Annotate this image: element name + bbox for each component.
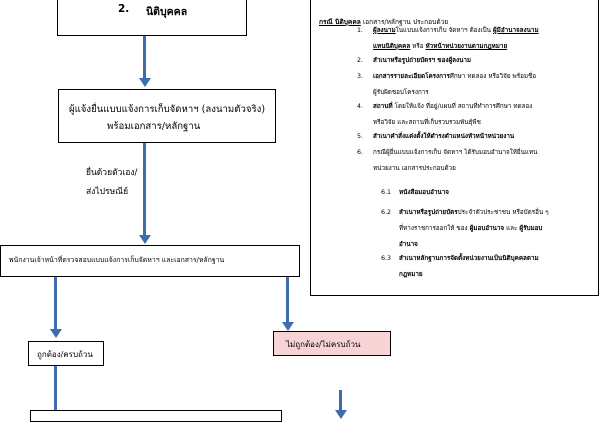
arrow-submit-to-check: [143, 143, 146, 236]
arrow-head-check-to-incorrect: [281, 322, 294, 331]
note-subitem-text-run: อำนาจ: [399, 241, 418, 248]
arrow-head-submit-to-check: [138, 235, 151, 244]
note-item-text-run: ศึกษา ทดลอง หรือวิจัย พร้อมชื่อ: [449, 73, 537, 80]
channel-label-line2: ส่งไปรษณีย์: [86, 187, 129, 197]
note-item-text-run: หัวหน้าหน่วยงานตามกฎหมาย: [425, 43, 508, 50]
officer-check-label: พนักงานเจ้าหน้าที่ตรวจสอบแบบแจ้งการเก็บจ…: [9, 256, 225, 264]
channel-label-line1: ยื่นด้วยตัวเอง/: [86, 168, 138, 178]
note-item-text-run: สถานที่: [373, 103, 393, 110]
incorrect-incomplete-box: ไม่ถูกต้อง/ไม่ครบถ้วน: [273, 331, 391, 356]
incorrect-incomplete-label: ไม่ถูกต้อง/ไม่ครบถ้วน: [286, 340, 361, 349]
note-item-text-line: สำเนาคำสั่งแต่งตั้งให้ดำรงตำแหน่งหัวหน้า…: [373, 133, 514, 141]
document-note-box: กรณี นิติบุคคล เอกสาร/หลักฐาน ประกอบด้วย…: [310, 0, 599, 296]
note-item-text-line: ผู้รับผิดชอบโครงการ: [373, 89, 429, 97]
correct-complete-label: ถูกต้อง/ครบถ้วน: [37, 350, 93, 359]
note-item-number: 3.: [357, 73, 364, 80]
note-item-text-run: หน่วยงาน เอกสารประกอบด้วย: [373, 165, 456, 172]
note-item-number: 1.: [357, 27, 364, 34]
note-heading-rest: เอกสาร/หลักฐาน ประกอบด้วย: [360, 18, 449, 26]
note-item-text-line: กรณีผู้ยื่นแบบแจ้งการเก็บ จัดหาฯ ได้รับม…: [373, 149, 537, 157]
note-item-text-run: เอกสารรายละเอียดโครงการ: [373, 73, 450, 80]
arrow-check-to-correct: [54, 277, 57, 330]
correct-complete-box: ถูกต้อง/ครบถ้วน: [28, 341, 104, 366]
note-item-text-line: สำเนาหรือรูปถ่ายบัตรฯ ของผู้ลงนาม: [373, 57, 471, 65]
note-subitem-text-line: สำเนาหรือรูปถ่ายบัตรประจำตัวประชาชน หรือ…: [399, 209, 549, 217]
note-item-text-line: เอกสารรายละเอียดโครงการศึกษา ทดลอง หรือว…: [373, 73, 536, 81]
arrow-correct-down: [54, 366, 57, 410]
submit-form-line2: พร้อมเอกสาร/หลักฐาน: [107, 121, 201, 132]
top-box-legal-entity: 2. นิติบุคคล: [57, 0, 247, 36]
note-subitem-text-line: กฎหมาย: [399, 271, 423, 279]
note-item-text-line: สถานที่ โดยให้แจ้ง ที่อยู่/แผนที่ สถานที…: [373, 103, 532, 111]
note-heading: กรณี นิติบุคคล เอกสาร/หลักฐาน ประกอบด้วย: [319, 16, 448, 27]
note-item-text-line: หน่วยงาน เอกสารประกอบด้วย: [373, 165, 456, 173]
submit-form-box: ผู้แจ้งยื่นแบบแจ้งการเก็บจัดหาฯ (ลงนามตั…: [58, 89, 276, 143]
note-subitem-text-run: หนังสือมอบอำนาจ: [399, 189, 449, 196]
top-box-label: นิติบุคคล: [146, 6, 188, 18]
arrow-head-incorrect-down: [334, 410, 347, 419]
note-item-number: 5.: [357, 133, 364, 140]
note-item-text-run: สำเนาคำสั่งแต่งตั้งให้ดำรงตำแหน่งหัวหน้า…: [373, 133, 515, 140]
note-subitem-number: 6.1: [381, 189, 392, 196]
note-subitem-text-line: อำนาจ: [399, 241, 418, 249]
arrow-check-to-incorrect: [286, 277, 289, 323]
note-subitem-number: 6.2: [381, 209, 392, 216]
next-step-box: [30, 410, 282, 422]
note-subitem-text-run: ผู้มอบอำนาจ: [469, 225, 505, 232]
note-item-text-run: สำเนาหรือรูปถ่ายบัตรฯ ของผู้ลงนาม: [373, 57, 472, 64]
top-box-number: 2.: [118, 3, 130, 15]
arrow-top-to-submit: [143, 36, 146, 79]
note-subitem-text-line: ที่ทางราชการออกให้ ของ ผู้มอบอำนาจ และ ผ…: [399, 225, 542, 233]
note-item-text-run: หรือ: [410, 43, 426, 50]
submit-form-line1: ผู้แจ้งยื่นแบบแจ้งการเก็บจัดหาฯ (ลงนามตั…: [69, 104, 266, 115]
arrow-head-top-to-submit: [138, 78, 151, 87]
note-item-text-line: ผู้ลงนามในแบบแจ้งการเก็บ จัดหาฯ ต้องเป็น…: [373, 27, 539, 35]
note-item-text-line: หรือวิจัย และสถานที่เก็บรวบรวมพันธุ์พืช: [373, 119, 481, 127]
arrow-incorrect-down: [339, 390, 342, 412]
note-item-text-run: ในแบบแจ้งการเก็บ จัดหาฯ ต้องเป็น: [395, 27, 493, 34]
note-item-text-run: ผู้ลงนาม: [373, 27, 396, 34]
note-item-text-run: หรือวิจัย และสถานที่เก็บรวบรวมพันธุ์พืช: [373, 119, 481, 126]
officer-check-box: พนักงานเจ้าหน้าที่ตรวจสอบแบบแจ้งการเก็บจ…: [0, 245, 300, 277]
note-item-number: 6.: [357, 149, 364, 156]
note-item-text-run: ผู้มีอำนาจลงนาม: [492, 27, 539, 34]
note-subitem-text-line: สำเนาหลักฐานการจัดตั้งหน่วยงานเป็นนิติบุ…: [399, 255, 539, 263]
note-item-text-line: แทนนิติบุคคล หรือ หัวหน้าหน่วยงานตามกฎหม…: [373, 43, 507, 51]
note-item-text-run: ผู้รับผิดชอบโครงการ: [373, 89, 429, 96]
note-subitem-text-run: กฎหมาย: [399, 271, 423, 278]
note-subitem-number: 6.3: [381, 255, 392, 262]
note-item-text-run: กรณีผู้ยื่นแบบแจ้งการเก็บ จัดหาฯ ได้รับม…: [373, 149, 538, 156]
note-subitem-text-run: ประจำตัวประชาชน หรือบัตรอื่น ๆ: [457, 209, 549, 216]
note-item-number: 2.: [357, 57, 364, 64]
note-subitem-text-run: ผู้รับมอบ: [519, 225, 543, 232]
note-heading-underlined: กรณี นิติบุคคล: [319, 18, 361, 26]
note-item-text-run: แทนนิติบุคคล: [373, 43, 411, 50]
note-subitem-text-run: ที่ทางราชการออกให้ ของ: [399, 225, 470, 232]
note-subitem-text-run: สำเนาหรือรูปถ่ายบัตร: [399, 209, 458, 216]
note-subitem-text-line: หนังสือมอบอำนาจ: [399, 189, 449, 197]
note-subitem-text-run: และ: [504, 225, 520, 232]
arrow-head-check-to-correct: [49, 329, 62, 338]
note-item-text-run: โดยให้แจ้ง ที่อยู่/แผนที่ สถานที่ทำการศึ…: [392, 103, 533, 110]
note-item-number: 4.: [357, 103, 364, 110]
note-subitem-text-run: สำเนาหลักฐานการจัดตั้งหน่วยงานเป็นนิติบุ…: [399, 255, 539, 262]
